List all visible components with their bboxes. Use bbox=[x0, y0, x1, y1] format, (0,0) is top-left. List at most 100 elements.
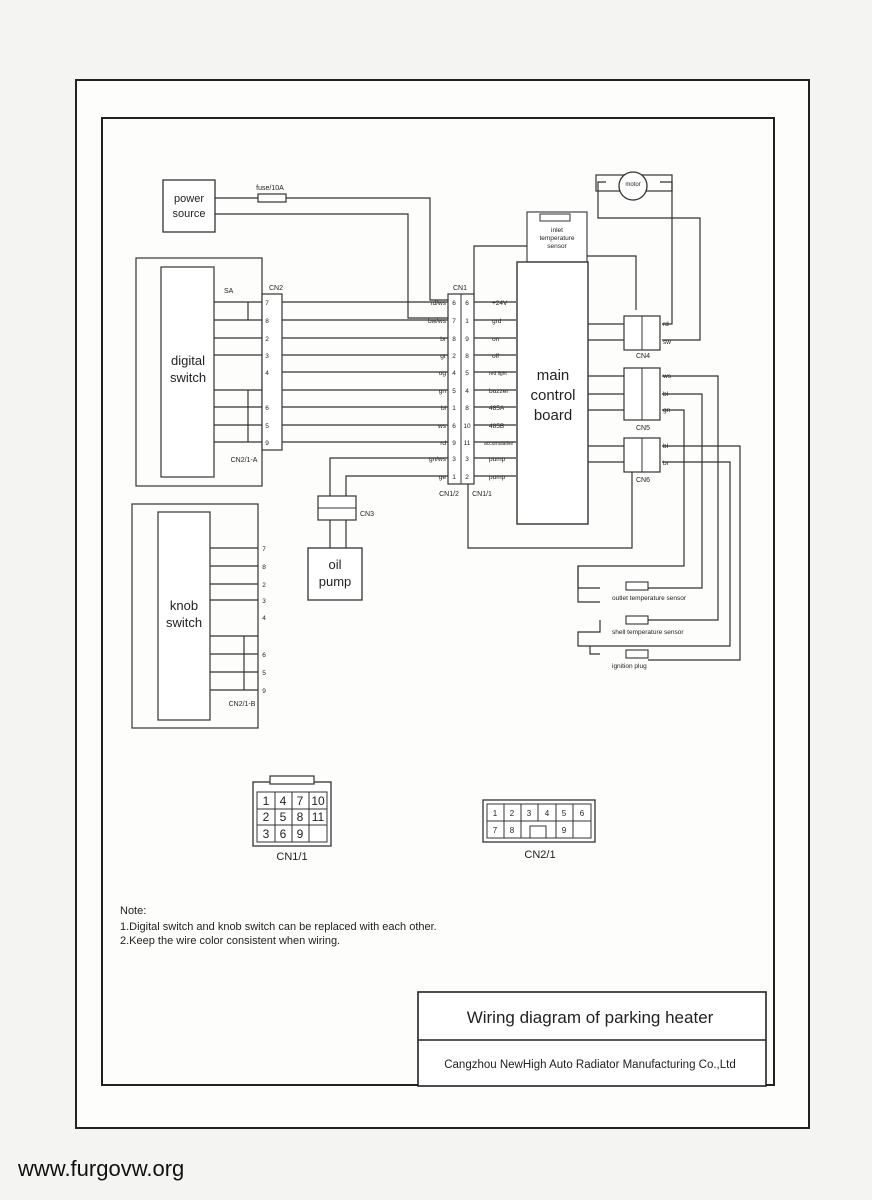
cn1-signal: grd bbox=[492, 318, 502, 325]
sa-label: SA bbox=[224, 288, 234, 295]
cn1-pin-a: 3 bbox=[452, 456, 456, 463]
cn2-1-pin: 4 bbox=[545, 809, 550, 818]
cn1-1-pinout: 1 4 7 10 2 5 8 11 3 6 9 CN1/1 bbox=[252, 775, 332, 863]
cn1-signal: pump bbox=[489, 456, 506, 463]
cn6-wire: br bbox=[663, 460, 670, 467]
cn1-pin-b: 1 bbox=[465, 318, 469, 325]
wires bbox=[210, 181, 741, 691]
knob-pin: 7 bbox=[262, 546, 266, 553]
cn2-pin: 5 bbox=[265, 423, 269, 430]
cn1-pin-b: 10 bbox=[463, 423, 471, 430]
inlet-sensor-symbol bbox=[539, 213, 571, 222]
cn1-wire: rd bbox=[440, 440, 446, 447]
note-line-2: 2.Keep the wire color consistent when wi… bbox=[120, 935, 340, 947]
cn1-pin-a: 2 bbox=[452, 353, 456, 360]
knob-pins: 7 8 2 3 4 6 5 9 bbox=[262, 546, 266, 695]
cn1-wire: gn/ws bbox=[429, 456, 447, 463]
cn1-signal: 485A bbox=[489, 405, 505, 412]
cn1-pin-a: 6 bbox=[452, 423, 456, 430]
cn1-signal: off bbox=[492, 353, 499, 360]
cn1-pin-b: 11 bbox=[464, 440, 471, 447]
digital-switch-label-2: switch bbox=[170, 370, 206, 385]
cn1-pin-b: 2 bbox=[465, 474, 469, 481]
cn1-1-pin: 11 bbox=[312, 810, 325, 824]
cn1-pin-b: 3 bbox=[465, 456, 469, 463]
knob-pin: 6 bbox=[262, 652, 266, 659]
cn2-pin: 2 bbox=[265, 336, 269, 343]
cn2-1a-label: CN2/1-A bbox=[231, 457, 258, 464]
cn4-label: CN4 bbox=[636, 353, 650, 360]
cn4-wire: sw bbox=[663, 339, 671, 346]
cn1-rows: rd/ws bw/ws br gr og gn bl ws rd gn/ws g… bbox=[428, 300, 513, 481]
cn5-wire: bl bbox=[663, 391, 669, 398]
shell-sensor-symbol bbox=[625, 615, 649, 625]
knob-pin: 9 bbox=[262, 688, 266, 695]
cn1-1-pin: 10 bbox=[311, 794, 325, 808]
digital-switch-label-1: digital bbox=[171, 353, 205, 368]
cn1-signal: buzzer bbox=[489, 388, 509, 395]
motor-label: motor bbox=[625, 182, 640, 188]
cn1-pin-a: 8 bbox=[452, 336, 456, 343]
cn2-pins: 7 8 2 3 4 6 5 9 bbox=[265, 300, 269, 447]
oil-pump-label-1: oil bbox=[328, 557, 341, 572]
cn1-1-pin: 2 bbox=[263, 810, 270, 824]
cn2-1-pin: 9 bbox=[562, 826, 567, 835]
note-title: Note: bbox=[120, 905, 146, 917]
cn1-wire: ge bbox=[439, 474, 447, 481]
cn1-wire: bw/ws bbox=[428, 318, 447, 325]
cn2-label: CN2 bbox=[269, 285, 283, 292]
cn1-1-pin: 1 bbox=[263, 794, 270, 808]
cn1-pin-b: 9 bbox=[465, 336, 469, 343]
cn1-1-pin: 9 bbox=[297, 827, 304, 841]
cn1-wire: rd/ws bbox=[430, 300, 446, 307]
cn1-signal: 485B bbox=[489, 423, 504, 430]
cn1-wire: gr bbox=[440, 353, 447, 360]
cn2-1-pin: 2 bbox=[510, 809, 515, 818]
cn2-1-pin: 1 bbox=[493, 809, 498, 818]
cn1-pin-a: 5 bbox=[452, 388, 456, 395]
main-board-label-1: main bbox=[537, 367, 570, 384]
cn1-1-pin: 4 bbox=[280, 794, 287, 808]
cn1-1-pin: 3 bbox=[263, 827, 270, 841]
cn6-wire: bl bbox=[663, 443, 669, 450]
cn5-wire: gn bbox=[663, 407, 671, 414]
title-block bbox=[417, 991, 767, 1087]
ignition-plug-symbol bbox=[625, 649, 649, 659]
cn1-wire: og bbox=[439, 370, 447, 377]
cn2-1-pinout: 1 2 3 4 5 6 7 8 9 CN2/1 bbox=[482, 799, 596, 861]
cn1-1-caption: CN1/1 bbox=[276, 851, 307, 863]
cn1-1-pin: 8 bbox=[297, 810, 304, 824]
outlet-sensor-label: outlet temperature sensor bbox=[612, 595, 687, 602]
cn1-pin-a: 6 bbox=[452, 300, 456, 307]
inlet-sensor-label-3: sensor bbox=[547, 243, 567, 250]
ignition-plug-label: ignition plug bbox=[612, 663, 647, 670]
fuse-label: fuse/10A bbox=[256, 185, 284, 192]
cn1-1-pin: 7 bbox=[297, 794, 304, 808]
knob-pin: 2 bbox=[262, 582, 266, 589]
cn2-1-pin: 3 bbox=[527, 809, 532, 818]
company-name: Cangzhou NewHigh Auto Radiator Manufactu… bbox=[444, 1059, 736, 1071]
note-line-1: 1.Digital switch and knob switch can be … bbox=[120, 921, 437, 933]
knob-pin: 5 bbox=[262, 670, 266, 677]
cn1-pin-b: 8 bbox=[465, 353, 469, 360]
cn1-pin-a: 1 bbox=[452, 474, 456, 481]
cn1-signal: +24V bbox=[492, 300, 508, 307]
knob-pin: 3 bbox=[262, 598, 266, 605]
motor-icon bbox=[618, 171, 648, 201]
knob-pin: 8 bbox=[262, 564, 266, 571]
cn1-1-pin: 6 bbox=[280, 827, 287, 841]
cn1-2-label: CN1/2 bbox=[439, 491, 459, 498]
cn1-signal: red light bbox=[489, 371, 507, 377]
cn2-1b-label: CN2/1-B bbox=[229, 701, 256, 708]
cn2-pin: 9 bbox=[265, 440, 269, 447]
cn2-pin: 7 bbox=[265, 300, 269, 307]
cn2-1-pin: 6 bbox=[580, 809, 585, 818]
cn1-wire: ws bbox=[437, 423, 447, 430]
inlet-sensor-label-2: temperature bbox=[539, 235, 574, 242]
main-board-label-2: control bbox=[530, 387, 575, 404]
cn2-1-caption: CN2/1 bbox=[524, 849, 555, 861]
main-control-board bbox=[516, 261, 589, 525]
cn1-1-pin: 5 bbox=[280, 810, 287, 824]
oil-pump-box bbox=[307, 547, 363, 601]
